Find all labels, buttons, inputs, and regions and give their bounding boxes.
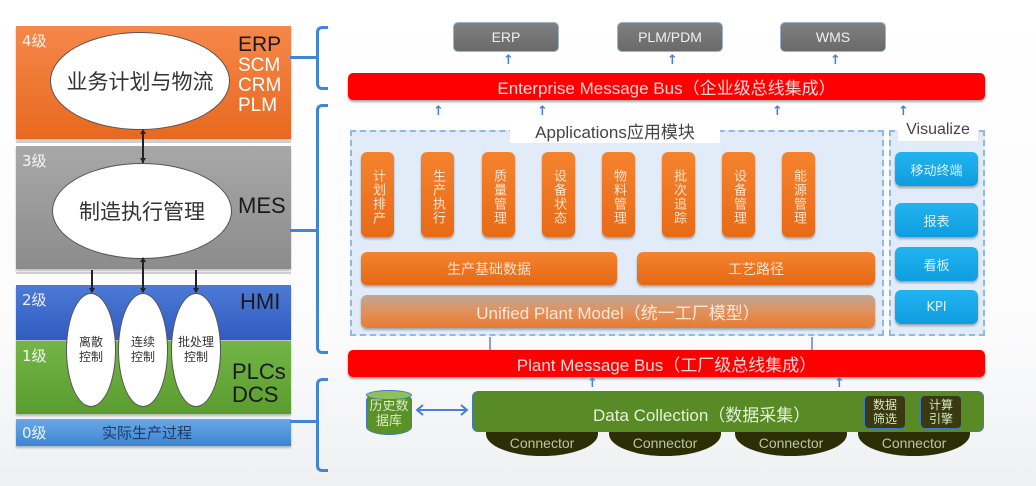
control-discrete-line1: 离散 [78, 335, 103, 349]
system-mes: MES [238, 193, 286, 218]
visualize-title: Visualize [898, 119, 978, 141]
compute-engine-line1: 计算 [928, 398, 953, 412]
system-hmi: HMI [240, 289, 281, 314]
level-3-label: 3级 [22, 152, 47, 170]
level-4-process-ellipse: 业务计划与物流 [50, 32, 230, 130]
module-batch-tracking[interactable]: 批次追踪 [662, 152, 695, 237]
data-filter-line2: 筛选 [872, 412, 897, 426]
unified-plant-model[interactable]: Unified Plant Model（统一工厂模型） [361, 295, 875, 328]
arrow-up-icon: ↑ [433, 104, 444, 119]
arrow-up-icon: ↑ [898, 104, 909, 119]
visualize-reports[interactable]: 报表 [895, 203, 978, 237]
level-1-label: 1级 [22, 347, 47, 365]
arrow-down-icon [140, 288, 146, 293]
arrow-down-icon [89, 288, 95, 293]
bracket-tick [290, 420, 318, 423]
arrow-up-icon: ↑ [667, 53, 678, 68]
process-route[interactable]: 工艺路径 [637, 252, 875, 285]
system-scm: SCM [238, 55, 281, 77]
control-ellipse-batch: 批处理控制 [171, 293, 221, 407]
module-equipment-management[interactable]: 设备管理 [722, 152, 755, 237]
level-3-systems: MES [238, 194, 286, 217]
arrow-down-icon [140, 158, 146, 163]
arrow-up-icon: ↑ [834, 376, 845, 391]
visualize-mobile-terminal[interactable]: 移动终端 [895, 152, 978, 186]
bracket-tick [290, 56, 318, 59]
connector-3: Connector [735, 420, 847, 456]
system-dcs: DCS [232, 382, 279, 408]
level-divider [16, 272, 291, 274]
level-2-label: 2级 [22, 291, 47, 309]
module-equipment-status[interactable]: 设备状态 [542, 152, 575, 237]
external-system-plm-pdm: PLM/PDM [617, 22, 723, 52]
system-plcs: PLCs [232, 359, 286, 384]
arrow-up-icon [140, 129, 146, 134]
connector-l4-l3 [142, 131, 144, 163]
level-0-process: 实际生产过程 [102, 424, 193, 442]
module-production-execution[interactable]: 生产执行 [421, 152, 454, 237]
data-filter-module[interactable]: 数据筛选 [864, 395, 906, 429]
level-3-process-ellipse: 制造执行管理 [52, 163, 232, 259]
data-collection-label: Data Collection（数据采集） [593, 406, 811, 425]
database-cylinder-top [366, 390, 412, 400]
connector-l3-l2-c [195, 270, 197, 292]
level-4-label: 4级 [22, 32, 47, 50]
visualize-dashboard[interactable]: 看板 [895, 247, 978, 281]
level-2-systems: HMI [240, 290, 280, 313]
compute-engine-line2: 引擎 [928, 412, 953, 426]
connector-l3-l2-a [91, 270, 93, 292]
production-base-data[interactable]: 生产基础数据 [361, 252, 617, 285]
control-continuous-line2: 控制 [130, 350, 155, 364]
control-continuous-line1: 连续 [130, 335, 155, 349]
visualize-kpi[interactable]: KPI [895, 290, 978, 324]
data-collection-box: Data Collection（数据采集） [472, 391, 984, 432]
apps-plant-bus-connector [489, 337, 491, 351]
connector-l3-l2-b [142, 259, 144, 292]
apps-plant-bus-connector [811, 337, 813, 351]
level-1-systems: PLCs DCS [232, 360, 286, 406]
control-batch-line1: 批处理 [177, 335, 214, 349]
level-4-process: 业务计划与物流 [66, 70, 214, 94]
bracket-control [316, 378, 328, 472]
level-0-label: 0级 [22, 424, 47, 442]
arrow-up-icon: ↑ [772, 104, 783, 119]
history-db-line2: 据库 [375, 414, 402, 429]
arrow-down-icon [193, 288, 199, 293]
level-3-process: 制造执行管理 [79, 200, 205, 224]
system-erp: ERP [238, 33, 282, 56]
control-batch-line2: 控制 [183, 350, 208, 364]
history-database-icon: 历史数 据库 [366, 392, 412, 435]
external-system-erp: ERP [453, 22, 559, 52]
module-quality-management[interactable]: 质量管理 [482, 152, 515, 237]
bidirectional-arrow-icon [415, 404, 469, 416]
data-filter-line1: 数据 [872, 398, 897, 412]
control-ellipse-discrete: 离散控制 [66, 293, 116, 407]
control-ellipse-continuous: 连续控制 [118, 293, 168, 407]
arrow-up-icon: ↑ [503, 53, 514, 68]
applications-title: Applications应用模块 [510, 117, 720, 143]
system-crm: CRM [238, 74, 282, 96]
level-4-systems: ERP SCM CRM PLM [238, 33, 282, 116]
plant-message-bus: Plant Message Bus（工厂级总线集成） [348, 350, 985, 377]
module-energy-management[interactable]: 能源管理 [782, 152, 815, 237]
arrow-up-icon [140, 257, 146, 262]
enterprise-message-bus: Enterprise Message Bus（企业级总线集成） [348, 73, 985, 100]
level-divider [16, 141, 291, 143]
compute-engine-module[interactable]: 计算引擎 [920, 395, 962, 429]
arrow-up-icon: ↑ [830, 53, 841, 68]
control-discrete-line2: 控制 [78, 350, 103, 364]
system-plm: PLM [238, 94, 278, 116]
history-db-line1: 历史数 [369, 399, 409, 414]
level-0-panel: 0级 实际生产过程 [16, 419, 291, 446]
arrow-up-icon: ↑ [537, 104, 548, 119]
external-system-wms: WMS [780, 22, 886, 52]
arrow-up-icon: ↑ [587, 376, 598, 391]
module-material-management[interactable]: 物料管理 [602, 152, 635, 237]
module-planning-scheduling[interactable]: 计划排产 [361, 152, 394, 237]
bracket-tick [290, 229, 318, 232]
